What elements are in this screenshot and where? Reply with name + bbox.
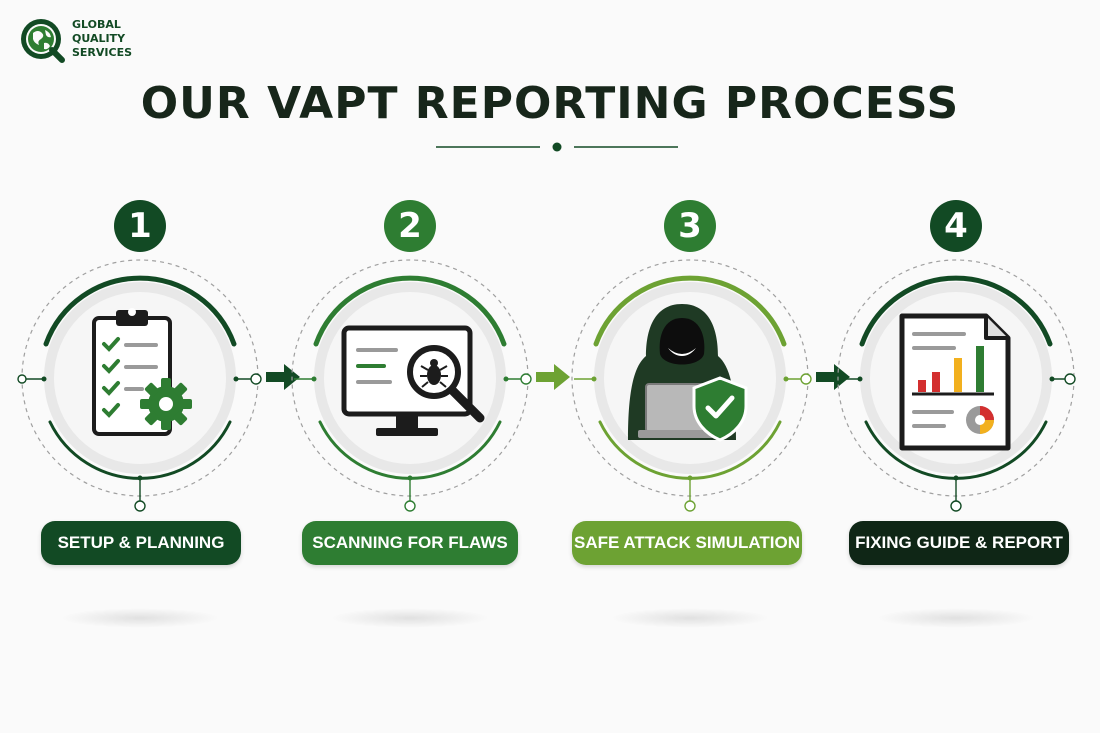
brand-line-3: SERVICES xyxy=(72,46,133,59)
title-divider xyxy=(436,142,678,152)
step-1-label: SETUP & PLANNING xyxy=(41,521,241,565)
arrow-3-icon xyxy=(816,364,850,390)
process-flow: 1 xyxy=(0,190,1100,660)
arrow-2-icon xyxy=(536,364,570,390)
page-title: OUR VAPT REPORTING PROCESS xyxy=(140,78,960,129)
step-4-label: FIXING GUIDE & REPORT xyxy=(849,521,1069,565)
step-1-shadow xyxy=(60,608,220,628)
step-2-label: SCANNING FOR FLAWS xyxy=(302,521,518,565)
step-2: 2 xyxy=(280,190,540,650)
globe-q-icon xyxy=(21,19,65,63)
step-4-shadow xyxy=(876,608,1036,628)
step-3-label: SAFE ATTACK SIMULATION xyxy=(572,521,802,565)
step-3-number: 3 xyxy=(664,200,716,252)
step-2-number: 2 xyxy=(384,200,436,252)
step-1-number: 1 xyxy=(114,200,166,252)
clipboard-gear-icon xyxy=(92,308,192,436)
company-logo: GLOBAL QUALITY SERVICES xyxy=(18,16,138,68)
arrow-1-icon xyxy=(266,364,300,390)
hacker-laptop-shield-icon xyxy=(628,304,748,442)
brand-line-2: QUALITY xyxy=(72,32,126,45)
brand-line-1: GLOBAL xyxy=(72,18,121,31)
step-4: 4 xyxy=(826,190,1086,650)
brand-name: GLOBAL QUALITY SERVICES xyxy=(72,18,132,60)
step-4-number: 4 xyxy=(930,200,982,252)
step-2-shadow xyxy=(330,608,490,628)
monitor-bug-search-icon xyxy=(341,325,485,436)
report-chart-icon xyxy=(899,313,1011,451)
step-1: 1 xyxy=(10,190,270,650)
step-3-shadow xyxy=(610,608,770,628)
step-3: 3 SAFE ATTACK SIMULATION xyxy=(560,190,820,650)
